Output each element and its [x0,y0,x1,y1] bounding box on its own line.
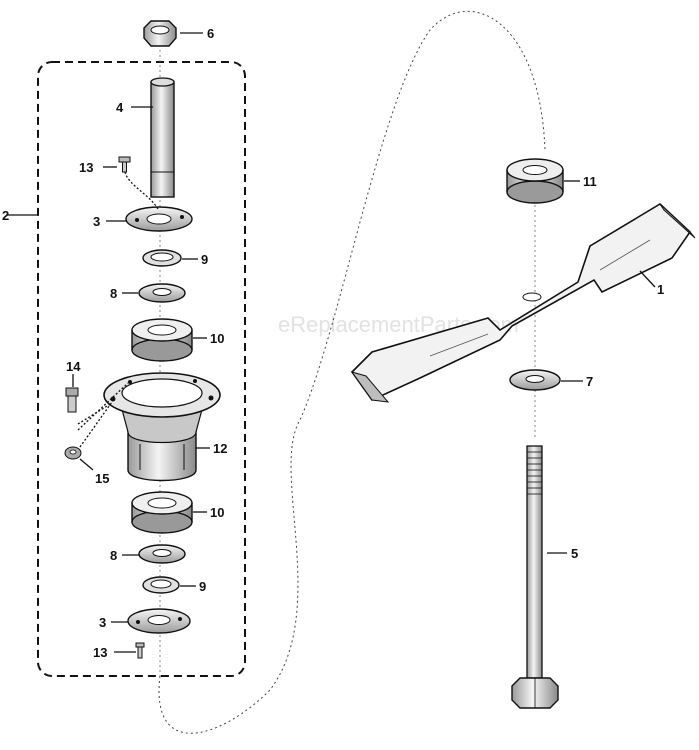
callout-8-top: 8 [110,286,117,301]
screw-part-13-top [118,156,131,173]
bearing-part-10-bottom [131,491,193,534]
callout-10-top: 10 [210,331,224,346]
spindle-shaft-part-4 [150,77,175,198]
callout-labels: 6 4 13 2 3 9 8 10 14 12 15 10 8 9 3 13 1… [2,26,664,660]
washer-part-8-bottom [138,544,186,564]
screw-part-13-bottom [135,642,145,659]
nut-part-15 [64,446,82,460]
bolt-part-14 [65,387,79,413]
washer-part-7 [509,369,561,391]
callout-6: 6 [207,26,214,41]
callout-8-bottom: 8 [110,548,117,563]
callout-4: 4 [116,100,124,115]
snap-ring-part-9-top [142,249,182,267]
callout-13-top: 13 [79,160,93,175]
callout-9-top: 9 [201,252,208,267]
callout-13-bottom: 13 [93,645,107,660]
flange-plate-part-3-top [125,206,193,232]
spacer-part-11 [506,158,564,204]
callout-10-bottom: 10 [210,505,224,520]
alignment-path [158,10,546,734]
bearing-part-10-top [131,318,193,362]
leader-lines [7,32,656,653]
callout-12: 12 [213,441,227,456]
snap-ring-part-9-bottom [142,576,180,594]
callout-1: 1 [657,282,664,297]
callout-14: 14 [66,359,81,374]
washer-part-8-top [138,283,186,303]
callout-2: 2 [2,208,9,223]
callout-3-bottom: 3 [99,615,106,630]
blade-bolt-part-5 [511,445,559,709]
flange-plate-part-3-bottom [127,608,191,634]
callout-9-bottom: 9 [199,579,206,594]
callout-3-top: 3 [93,214,100,229]
spindle-assembly-group-outline [37,61,246,677]
callout-7: 7 [586,374,593,389]
spindle-housing-part-12 [103,372,221,482]
callout-11: 11 [583,174,597,189]
hex-nut-part-6 [143,20,177,47]
callout-15: 15 [95,471,109,486]
mower-blade-part-1 [350,203,696,403]
callout-5: 5 [571,546,578,561]
